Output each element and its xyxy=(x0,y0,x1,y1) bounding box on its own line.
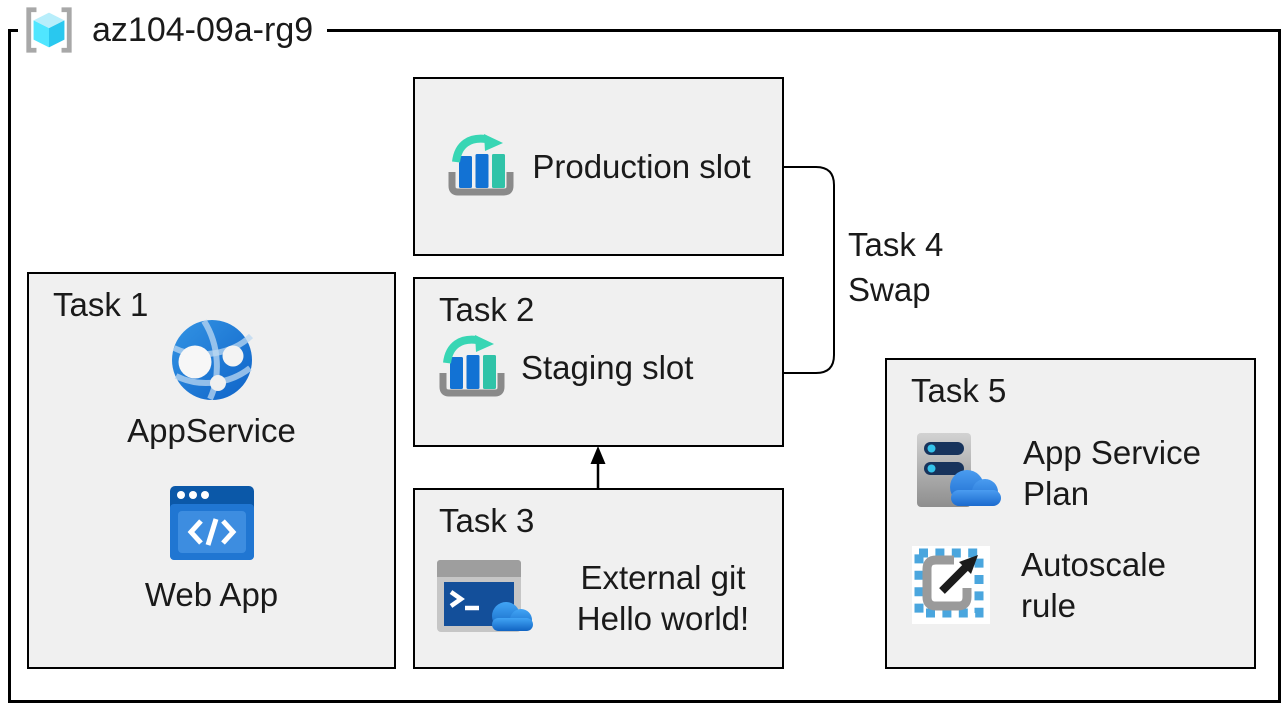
deployment-slots-icon xyxy=(446,133,516,200)
external-git-label: External git Hello world! xyxy=(576,559,750,637)
task4-label: Task 4 Swap xyxy=(848,222,943,312)
cloud-shell-icon xyxy=(437,556,535,640)
staging-slot-label: Staging slot xyxy=(521,349,694,386)
app-service-plan-icon xyxy=(911,433,1003,513)
task2-title: Task 2 xyxy=(439,291,535,328)
task3-box: Task 3 xyxy=(413,488,784,669)
swap-label: Swap xyxy=(848,271,931,308)
autoscale-rule-label: Autoscale rule xyxy=(1021,546,1166,624)
production-slot-box: Production slot xyxy=(413,77,784,256)
app-service-icon xyxy=(170,318,254,402)
task2-box: Task 2 Staging slot xyxy=(413,277,784,447)
task3-title: Task 3 xyxy=(439,502,535,539)
resource-group-icon xyxy=(22,6,76,54)
resource-group-container xyxy=(8,29,1281,703)
task4-title: Task 4 xyxy=(848,226,944,263)
deployment-slots-icon xyxy=(437,335,507,401)
task5-title: Task 5 xyxy=(911,372,1007,409)
production-slot-label: Production slot xyxy=(532,147,751,185)
web-app-label: Web App xyxy=(144,576,279,613)
resource-group-title: az104-09a-rg9 xyxy=(18,6,328,54)
web-app-icon xyxy=(169,486,254,560)
resource-group-label: az104-09a-rg9 xyxy=(92,10,314,49)
app-service-plan-label: App Service Plan xyxy=(1023,434,1201,512)
task5-box: Task 5 xyxy=(885,358,1256,669)
task1-box: Task 1 AppService xyxy=(27,272,396,669)
autoscale-icon xyxy=(912,546,990,624)
task1-title: Task 1 xyxy=(53,286,149,323)
app-service-label: AppService xyxy=(127,412,296,449)
